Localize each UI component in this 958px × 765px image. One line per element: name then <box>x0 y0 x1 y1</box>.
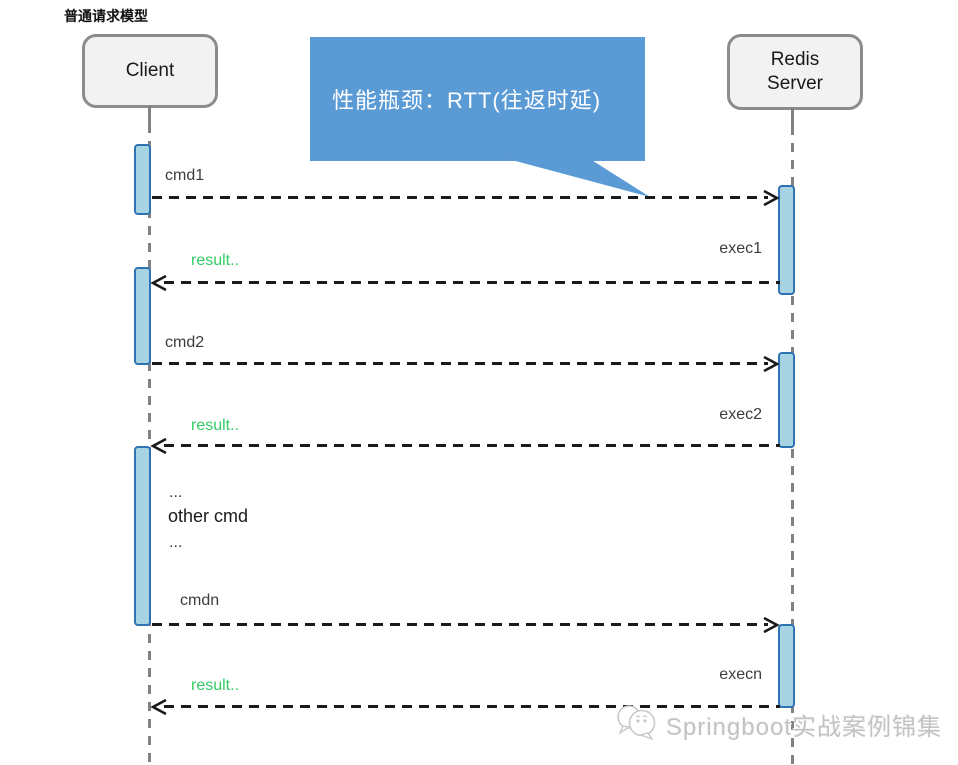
arrowhead-right-icon <box>763 355 780 373</box>
arrowhead-left-icon <box>150 437 167 455</box>
arrowhead-left-icon <box>150 698 167 716</box>
server-activation-3 <box>778 624 795 708</box>
execution-label-exec1: exec1 <box>719 240 762 257</box>
client-activation-3 <box>134 446 151 626</box>
diagram-title: 普通请求模型 <box>64 8 148 24</box>
watermark-text: Springboot实战案例锦集 <box>666 714 943 741</box>
server-activation-1 <box>778 185 795 295</box>
actor-client: Client <box>82 34 218 108</box>
message-label-cmdn: cmdn <box>180 592 220 609</box>
client-activation-2 <box>134 267 151 365</box>
callout-tail <box>508 159 650 197</box>
wechat-logo-icon <box>617 705 656 741</box>
server-activation-2 <box>778 352 795 448</box>
message-line-cmd2 <box>152 362 768 365</box>
execution-label-execn: execn <box>719 666 762 683</box>
execution-label-exec2: exec2 <box>719 406 762 423</box>
callout-text: 性能瓶颈：RTT(往返时延) <box>332 88 602 113</box>
actor-client-label: Client <box>125 60 175 82</box>
arrowhead-left-icon <box>150 274 167 292</box>
message-line-cmd1 <box>152 196 768 199</box>
client-lifeline-stub <box>148 106 151 124</box>
message-line-resultn <box>164 705 780 708</box>
arrowhead-right-icon <box>763 616 780 634</box>
arrowhead-right-icon <box>763 189 780 207</box>
callout-bubble: 性能瓶颈：RTT(往返时延) <box>310 37 645 161</box>
message-label-result2: result.. <box>191 417 240 434</box>
message-label-result1: result.. <box>191 252 240 269</box>
actor-server: Redis Server <box>727 34 863 110</box>
message-label-cmd1: cmd1 <box>165 167 205 184</box>
message-line-cmdn <box>152 623 768 626</box>
client-activation-1 <box>134 144 151 215</box>
message-label-cmd2: cmd2 <box>165 334 205 351</box>
client-lifeline <box>148 124 151 765</box>
actor-server-label: Redis Server <box>767 49 823 94</box>
note-ellipsis-bottom: ... <box>169 534 183 551</box>
note-other-cmd: other cmd <box>168 506 249 526</box>
message-label-resultn: result.. <box>191 677 240 694</box>
message-line-result2 <box>164 444 780 447</box>
note-ellipsis-top: ... <box>169 484 183 501</box>
server-lifeline-stub <box>791 108 794 126</box>
message-line-result1 <box>164 281 780 284</box>
